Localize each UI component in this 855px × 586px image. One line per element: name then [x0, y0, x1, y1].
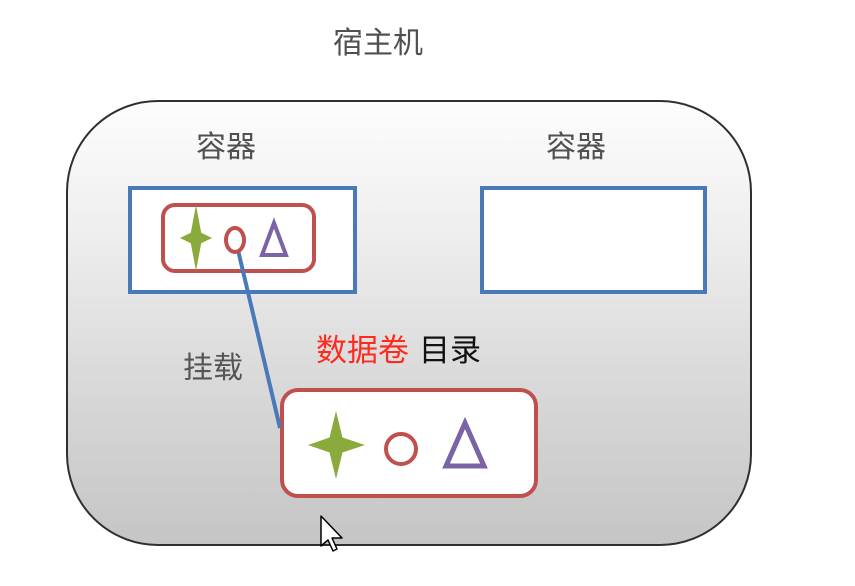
circle-icon — [384, 432, 418, 466]
volume-directory-box — [280, 388, 538, 498]
host-label: 宿主机 — [333, 26, 423, 61]
container-label-left: 容器 — [196, 130, 256, 165]
circle-icon — [224, 226, 246, 254]
four-point-star-icon — [308, 411, 365, 479]
mount-label: 挂载 — [183, 351, 243, 386]
triangle-icon — [442, 416, 488, 469]
volume-label-black: 目录 — [419, 333, 481, 369]
triangle-icon — [259, 217, 289, 257]
volume-label-red: 数据卷 — [316, 333, 409, 369]
container-label-right: 容器 — [546, 130, 606, 165]
container-box-right — [480, 186, 707, 294]
volume-directory-label: 数据卷目录 — [316, 336, 481, 367]
mount-line — [236, 249, 282, 429]
mouse-pointer-icon — [320, 515, 343, 552]
four-point-star-icon — [180, 205, 212, 271]
